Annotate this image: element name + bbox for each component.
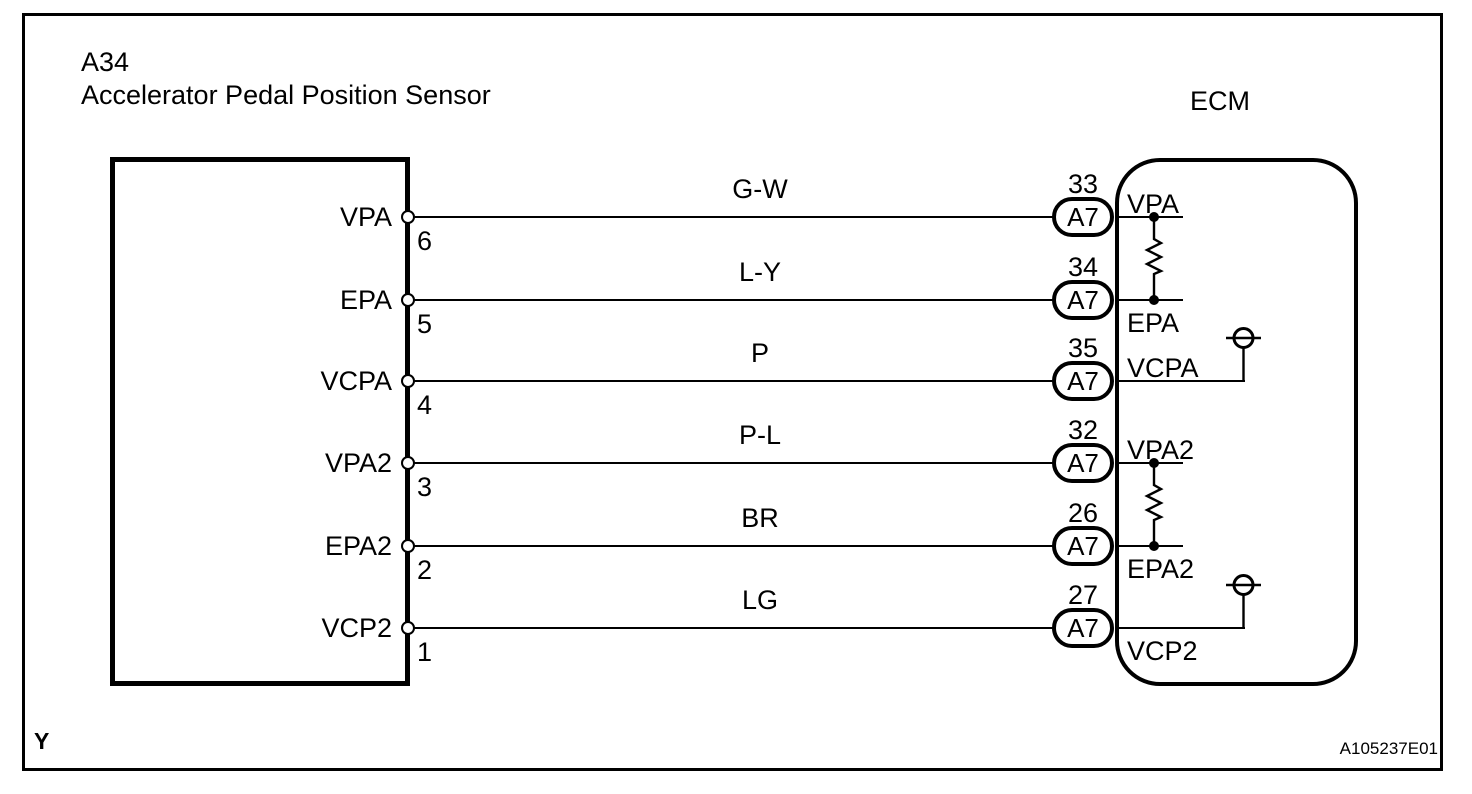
connector-badge: A7 — [1052, 197, 1114, 237]
sensor-signal-label: EPA — [339, 285, 392, 315]
ecm-box — [1115, 158, 1358, 686]
figure-code: A105237E01 — [1339, 739, 1438, 758]
internal-wire — [1115, 380, 1245, 382]
sensor-pin-number: 2 — [417, 555, 433, 585]
ecm-terminal-number: 33 — [1067, 169, 1099, 199]
ecm-terminal-number: 26 — [1067, 498, 1099, 528]
wire-color-label: L-Y — [738, 257, 782, 287]
sensor-pin-circle-icon — [401, 539, 415, 553]
ecm-terminal-number: 27 — [1067, 580, 1099, 610]
ecm-signal-label: VPA2 — [1127, 435, 1195, 465]
connector-badge: A7 — [1052, 526, 1114, 566]
sensor-pin-circle-icon — [401, 621, 415, 635]
wire-line — [414, 627, 1056, 629]
wire-line — [414, 462, 1056, 464]
sensor-pin-number: 1 — [417, 637, 433, 667]
ecm-signal-label: EPA — [1127, 308, 1180, 338]
diagram-border — [22, 13, 1443, 771]
sensor-signal-label: VCPA — [320, 366, 392, 396]
wire-color-label: BR — [741, 503, 779, 533]
wire-color-label: P-L — [738, 420, 782, 450]
sensor-signal-label: EPA2 — [324, 531, 392, 561]
component-id: A34 — [81, 47, 130, 77]
junction-dot — [1149, 295, 1159, 305]
ecm-signal-label: EPA2 — [1127, 554, 1195, 584]
shield-terminal-icon — [1226, 574, 1261, 629]
ecm-signal-label: VCPA — [1127, 353, 1199, 383]
ecm-terminal-number: 35 — [1067, 333, 1099, 363]
component-title: A34 Accelerator Pedal Position Sensor — [81, 46, 491, 112]
sensor-pin-number: 3 — [417, 472, 433, 502]
junction-dot — [1149, 541, 1159, 551]
sensor-pin-circle-icon — [401, 293, 415, 307]
sensor-signal-label: VCP2 — [321, 613, 392, 643]
connector-badge: A7 — [1052, 608, 1114, 648]
sensor-pin-number: 5 — [417, 309, 433, 339]
sensor-pin-circle-icon — [401, 374, 415, 388]
junction-dot — [1149, 212, 1159, 222]
ecm-terminal-number: 34 — [1067, 252, 1099, 282]
sensor-pin-circle-icon — [401, 210, 415, 224]
sensor-connector-box — [110, 157, 410, 686]
sensor-signal-label: VPA — [339, 202, 392, 232]
shield-terminal-icon — [1226, 327, 1261, 382]
wire-color-label: G-W — [732, 174, 788, 204]
junction-dot — [1149, 458, 1159, 468]
wire-line — [414, 299, 1056, 301]
ecm-title: ECM — [1190, 86, 1250, 116]
wire-color-label: LG — [741, 585, 779, 615]
resistor-icon — [1144, 217, 1164, 300]
internal-wire — [1115, 627, 1245, 629]
connector-badge: A7 — [1052, 443, 1114, 483]
wire-color-label: P — [750, 338, 769, 368]
resistor-icon — [1144, 463, 1164, 546]
page-marker: Y — [34, 728, 50, 754]
component-name: Accelerator Pedal Position Sensor — [81, 80, 491, 110]
connector-badge: A7 — [1052, 280, 1114, 320]
wire-line — [414, 545, 1056, 547]
wire-line — [414, 216, 1056, 218]
wire-line — [414, 380, 1056, 382]
sensor-pin-number: 4 — [417, 390, 433, 420]
sensor-signal-label: VPA2 — [324, 448, 392, 478]
ecm-terminal-number: 32 — [1067, 415, 1099, 445]
sensor-pin-number: 6 — [417, 226, 433, 256]
connector-badge: A7 — [1052, 361, 1114, 401]
sensor-pin-circle-icon — [401, 456, 415, 470]
